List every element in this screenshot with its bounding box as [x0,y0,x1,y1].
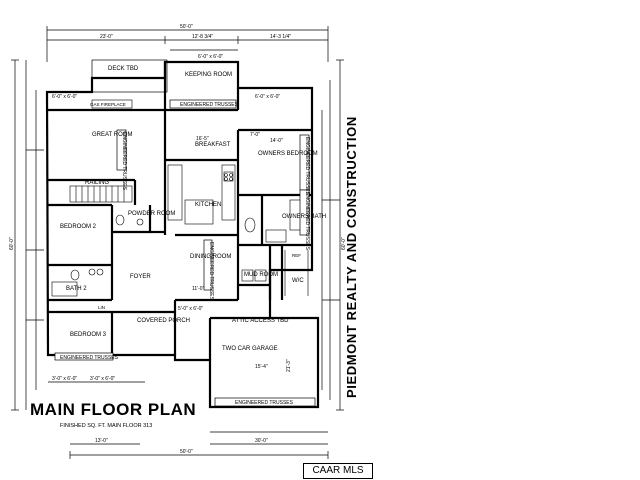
room-bedroom-3: BEDROOM 3 [70,332,107,338]
room-keeping: KEEPING ROOM [185,72,232,78]
caar-mls-badge: CAAR MLS [303,463,373,479]
label-ref: REF [292,253,301,258]
truss-label-6: ENGINEERED TRUSSES [208,242,214,301]
dimension-text: 50'-0" 23'-0" 12'-8 3/4" 14'-3 1/4" 50'-… [9,24,347,455]
truss-label-2: ENGINEERED TRUSSES [60,355,119,361]
dim-top-mid: 12'-8 3/4" [192,34,213,40]
dim-top-overall: 50'-0" [180,24,193,30]
room-powder: POWDER ROOM [128,211,175,217]
room-mud: MUD ROOM [244,272,278,278]
dim-d1: 16'-5" [196,136,209,142]
dim-d3: 11'-0" [192,286,205,292]
company-name: PIEDMONT REALTY AND CONSTRUCTION [344,116,359,398]
dim-d6: 21'-3" [286,359,292,372]
dim-bottom-right: 30'-0" [255,438,268,444]
fixtures [51,99,309,297]
room-covered-porch: COVERED PORCH [137,318,190,324]
truss-labels: ENGINEERED TRUSSES ENGINEERED TRUSSES EN… [60,102,310,406]
room-breakfast: BREAKFAST [195,142,231,148]
stairs [69,185,133,203]
room-owners-bedroom: OWNERS BEDROOM [258,151,318,157]
dim-d4: 7'-0" [250,132,260,138]
dim-left-overall: 60'-0" [9,237,15,250]
room-wic: W/C [292,278,304,284]
label-fireplace: GAS FIREPLACE [90,102,126,107]
dim-window-a2: 6'-0" x 6'-0" [52,94,77,100]
room-owners-bath: OWNERS BATH [282,214,326,220]
dim-window-c: 5'-0" x 6'-0" [178,306,203,312]
plan-subtitle: FINISHED SQ. FT. MAIN FLOOR 313 [60,423,152,429]
dim-top-right: 14'-3 1/4" [270,34,291,40]
room-bath-2: BATH 2 [66,286,87,292]
dim-window-b: 3'-0" x 6'-0" [52,376,77,382]
dimension-lines [11,26,344,459]
room-labels: DECK TBD KEEPING ROOM GAS FIREPLACE GREA… [60,66,326,352]
room-foyer: FOYER [130,274,151,280]
dim-d5: 15'-4" [255,364,268,370]
room-dining: DINING ROOM [190,254,231,260]
truss-label-7: ENGINEERED TRUSSES [304,192,310,251]
dim-bottom-left: 13'-0" [95,438,108,444]
dim-top-left: 23'-0" [100,34,113,40]
dim-right-overall: 60'-0" [341,237,347,250]
dim-window-a: 6'-0" x 6'-0" [198,54,223,60]
label-attic: ATTIC ACCESS TBD [232,318,289,324]
truss-label-3: ENGINEERED TRUSSES [235,400,294,406]
label-railing: RAILING [85,180,109,186]
room-garage: TWO CAR GARAGE [222,346,278,352]
dim-bottom-overall: 50'-0" [180,449,193,455]
room-deck: DECK TBD [108,66,139,72]
room-bedroom-2: BEDROOM 2 [60,224,97,230]
room-kitchen: KITCHEN [195,202,221,208]
truss-label-1: ENGINEERED TRUSSES [180,102,239,108]
dim-window-b2: 3'-0" x 6'-0" [90,376,115,382]
dim-window-a3: 6'-0" x 6'-0" [255,94,280,100]
interior-walls [48,59,312,360]
room-great: GREAT ROOM [92,132,132,138]
truss-bands [54,99,316,407]
truss-label-4: ENGINEERED TRUSSES [304,137,310,196]
dim-d2: 14'-0" [270,138,283,144]
truss-label-5: ENGINEERED TRUSSES [121,132,127,191]
plan-title: MAIN FLOOR PLAN [30,400,196,419]
label-linen: LIN [98,305,105,310]
